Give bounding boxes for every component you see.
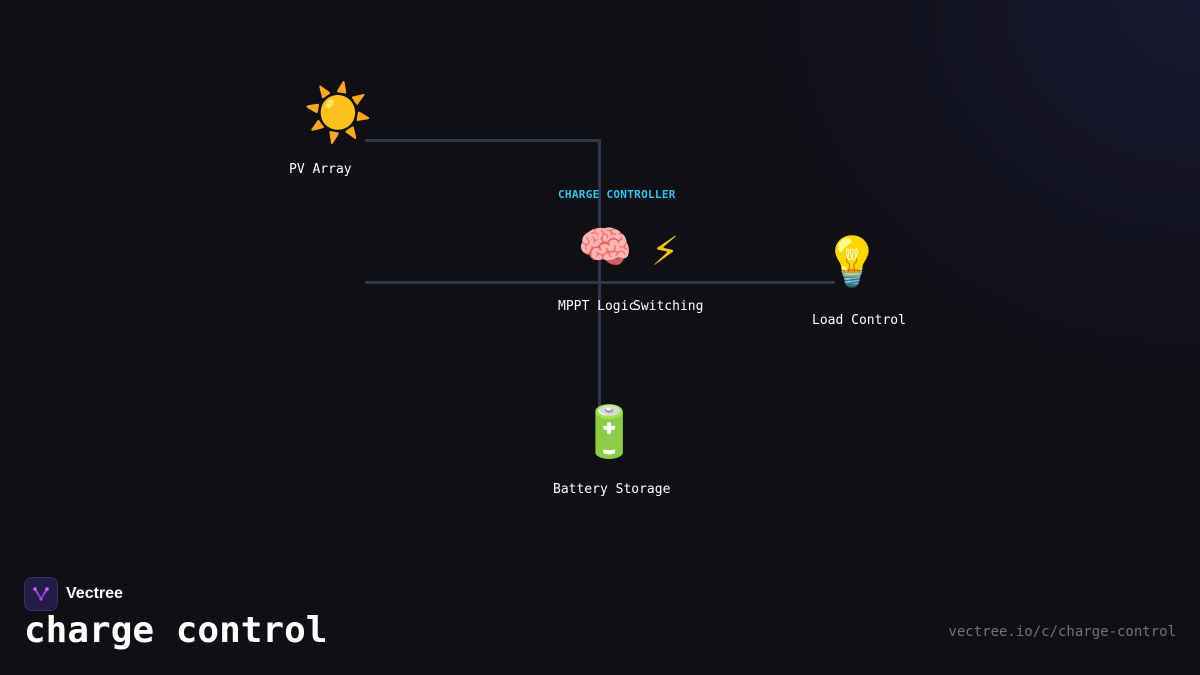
brain-icon: 🧠 <box>577 222 633 273</box>
node-label-switching: Switching <box>633 299 704 314</box>
brand-name: Vectree <box>66 585 123 602</box>
node-label-mppt-logic: MPPT Logic <box>558 299 637 314</box>
group-label-charge-controller: CHARGE CONTROLLER <box>558 188 676 201</box>
lightning-icon: ⚡ <box>650 229 680 275</box>
wire-load-horizontal <box>365 281 835 284</box>
light-bulb-icon: 💡 <box>822 234 882 290</box>
page-title: charge control <box>24 610 328 651</box>
wire-controller-vertical <box>598 139 601 415</box>
sun-icon: ☀️ <box>303 81 373 146</box>
node-pv-array[interactable]: ☀️ <box>300 86 376 142</box>
vectree-logo-icon <box>24 577 58 611</box>
brand[interactable]: Vectree <box>24 577 123 611</box>
node-load-control[interactable]: 💡 <box>822 234 882 290</box>
node-mppt-logic[interactable]: 🧠 <box>574 226 636 270</box>
node-switching[interactable]: ⚡ <box>640 232 690 272</box>
wire-pv-to-controller <box>365 139 601 142</box>
page-url[interactable]: vectree.io/c/charge-control <box>948 624 1176 640</box>
node-battery-storage[interactable]: 🔋 <box>578 403 641 461</box>
battery-icon: 🔋 <box>578 403 641 461</box>
node-label-battery-storage: Battery Storage <box>553 482 671 497</box>
node-label-load-control: Load Control <box>812 313 906 328</box>
node-label-pv-array: PV Array <box>289 162 352 177</box>
